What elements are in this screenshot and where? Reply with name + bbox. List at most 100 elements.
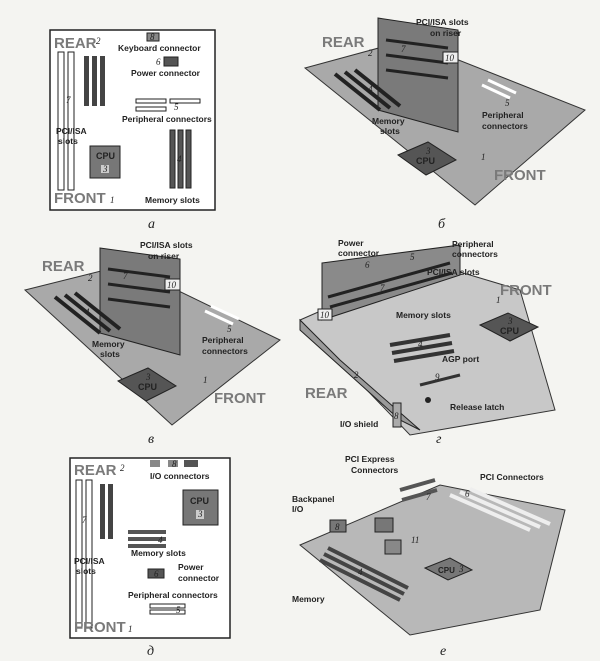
callout-6: 6 bbox=[156, 57, 161, 67]
callout-5: 5 bbox=[505, 98, 510, 108]
peripheral-label-2: connectors bbox=[202, 346, 248, 356]
callout-9: 9 bbox=[435, 372, 440, 382]
agp-port-label: AGP port bbox=[442, 354, 479, 364]
peripheral-label: Peripheral bbox=[482, 110, 524, 120]
rear-label: REAR bbox=[322, 34, 365, 51]
riser-slot bbox=[107, 297, 171, 309]
pci-connector bbox=[449, 493, 531, 532]
peripheral-label: Peripheral bbox=[452, 239, 494, 249]
caption-d: д bbox=[147, 644, 154, 659]
callout-1: 1 bbox=[110, 195, 115, 205]
peripheral-connector bbox=[204, 309, 234, 326]
rear-label: REAR bbox=[54, 35, 97, 52]
agp-port bbox=[419, 373, 461, 387]
memory-slot bbox=[53, 295, 102, 335]
panel-g-diagram: 7 6 5 10 Power connector Peripheral conn… bbox=[299, 238, 556, 447]
panel-d-diagram: REAR 2 8 I/O connectors 7 PCI/ISA slots … bbox=[69, 457, 231, 659]
peripheral-connector bbox=[135, 106, 167, 112]
callout-4: 4 bbox=[418, 339, 423, 349]
callout-8: 8 bbox=[150, 32, 155, 42]
memory-label-2: slots bbox=[380, 126, 400, 136]
peripheral-label-2: connectors bbox=[452, 249, 498, 259]
pci-isa-label: PCI/ISA bbox=[74, 556, 105, 566]
callout-7: 7 bbox=[380, 283, 385, 293]
memory-slot bbox=[185, 129, 192, 189]
callout-8: 8 bbox=[394, 411, 399, 421]
riser-slot bbox=[107, 282, 171, 294]
riser-label: PCI/ISA slots bbox=[416, 17, 469, 27]
front-label: FRONT bbox=[74, 619, 126, 636]
peripheral-connector bbox=[487, 78, 517, 95]
io-shield-label: I/O shield bbox=[340, 419, 378, 429]
caption-b: б bbox=[438, 217, 446, 232]
io-connector bbox=[184, 460, 198, 467]
release-latch bbox=[425, 397, 431, 403]
panel-g-chassis-view: 7 6 5 10 Power connector Peripheral conn… bbox=[299, 235, 600, 450]
isa-slot bbox=[84, 56, 89, 106]
riser-label-2: on riser bbox=[148, 251, 180, 261]
callout-1: 1 bbox=[496, 295, 501, 305]
riser-label: PCI/ISA slots bbox=[140, 240, 193, 250]
cpu-socket bbox=[423, 557, 474, 581]
pci-slot bbox=[329, 271, 453, 309]
peripheral-connector bbox=[135, 98, 167, 104]
callout-2: 2 bbox=[120, 463, 125, 473]
callout-4: 4 bbox=[358, 567, 363, 577]
isa-slot bbox=[100, 484, 105, 539]
memory-slot bbox=[343, 70, 392, 110]
panel-d-atx-layout: REAR 2 8 I/O connectors 7 PCI/ISA slots … bbox=[0, 450, 300, 661]
callout-8: 8 bbox=[172, 459, 177, 469]
power-label-2: connector bbox=[178, 573, 220, 583]
power-connector-label: Power connector bbox=[131, 68, 201, 78]
memory-slots-label: Memory slots bbox=[131, 548, 186, 558]
callout-3: 3 bbox=[145, 372, 151, 382]
pci-slot bbox=[67, 51, 75, 191]
callout-1: 1 bbox=[203, 375, 208, 385]
power-connector bbox=[147, 568, 165, 579]
backpanel-io bbox=[329, 519, 347, 533]
panel-a-diagram: REAR 2 8 Keyboard connector 6 Power conn… bbox=[49, 29, 216, 232]
memory-slots-label: Memory slots bbox=[145, 195, 200, 205]
power-label-2: connector bbox=[338, 248, 380, 258]
caption-a: а bbox=[148, 217, 155, 232]
cpu-callout-box bbox=[196, 510, 204, 519]
callout-4: 4 bbox=[158, 535, 163, 545]
callout-3: 3 bbox=[458, 564, 464, 574]
memory-label: Memory bbox=[92, 339, 125, 349]
isa-slot bbox=[100, 56, 105, 106]
callout-7: 7 bbox=[82, 515, 87, 525]
power-connector bbox=[163, 56, 179, 67]
callout-6: 6 bbox=[365, 260, 370, 270]
callout-3: 3 bbox=[425, 146, 431, 156]
panel-v-riser-board: 7 10 PCI/ISA slots on riser REAR 2 4 Mem… bbox=[0, 235, 300, 450]
peripheral-connector bbox=[481, 83, 511, 100]
peripheral-connector bbox=[149, 603, 186, 609]
front-label: FRONT bbox=[214, 390, 266, 407]
callout-10-box bbox=[164, 278, 181, 291]
power-label: Power bbox=[178, 562, 204, 572]
memory-slot bbox=[353, 68, 402, 108]
io-connector bbox=[150, 460, 160, 467]
callout-2: 2 bbox=[88, 273, 93, 283]
cpu-socket bbox=[116, 367, 178, 402]
caption-e: е bbox=[440, 644, 446, 659]
callout-5: 5 bbox=[227, 324, 232, 334]
io-shield bbox=[392, 402, 402, 428]
chipset bbox=[374, 517, 394, 533]
callout-1: 1 bbox=[481, 152, 486, 162]
callout-2: 2 bbox=[368, 48, 373, 58]
callout-6: 6 bbox=[465, 489, 470, 499]
callout-5: 5 bbox=[174, 102, 179, 112]
riser-slot bbox=[385, 38, 449, 50]
riser-slot bbox=[385, 53, 449, 65]
callout-11: 11 bbox=[411, 535, 419, 545]
peripheral-connector bbox=[169, 98, 201, 104]
callout-10: 10 bbox=[167, 280, 177, 290]
callout-4: 4 bbox=[368, 84, 373, 94]
callout-4: 4 bbox=[85, 307, 90, 317]
callout-5: 5 bbox=[176, 605, 181, 615]
callout-8: 8 bbox=[335, 522, 340, 532]
peripheral-label-2: connectors bbox=[482, 121, 528, 131]
cpu-label: CPU bbox=[438, 566, 455, 575]
panel-b-riser-board: 7 10 PCI/ISA slots on riser REAR 2 4 Mem… bbox=[300, 0, 600, 235]
